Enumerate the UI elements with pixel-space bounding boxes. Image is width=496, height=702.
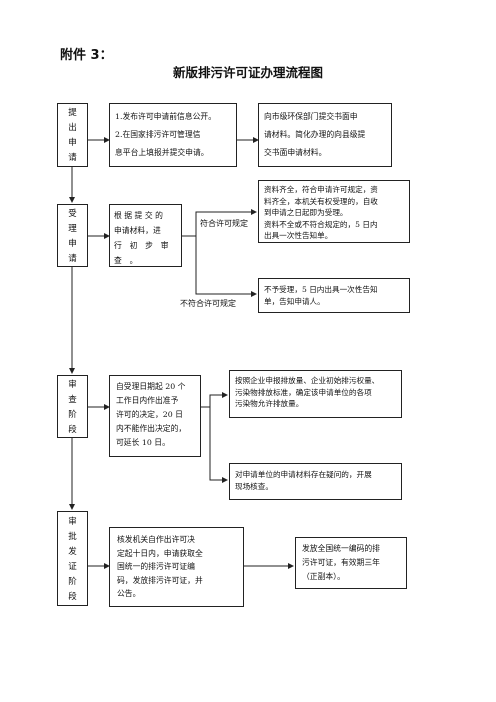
accept-no-box: 不予受理，5 日内出具一次性告知 单，告知申请人。 <box>258 278 410 313</box>
stage-review: 审 查 阶 段 <box>57 375 88 438</box>
approve-right-box: 发放全国统一编码的排 污许可证，有效期三年 （正副本）。 <box>295 537 407 589</box>
accept-yes-box: 资料齐全，符合申请许可规定，资 料齐全，本机关有权受理的，自收 到申请之日起即为… <box>258 180 410 243</box>
stage-apply: 提 出 申 请 <box>57 103 88 167</box>
stage-approve: 审 批 发 证 阶 段 <box>57 511 88 606</box>
review-bottom-box: 对申请单位的申请材料存在疑问的，开展 现场核查。 <box>229 463 402 500</box>
review-left-box: 自受理日期起 20 个 工作日内作出准予 许可的决定，20 日 内不能作出决定的… <box>109 375 201 457</box>
accept-left-box: 根 据 提 交 的 申请材料，进 行 初 步 审 查 。 <box>109 204 182 267</box>
arrow-accept-no <box>195 236 257 297</box>
approve-left-box: 核发机关自作出许可决 定起十日内，申请获取全 国统一的排污许可证编 码，发放排污… <box>109 527 244 607</box>
review-top-box: 按照企业申报排放量、企业初始排污权量、 污染物排放标准，确定该申请单位的各项 污… <box>229 370 402 418</box>
arrow-accept-yes <box>195 209 257 236</box>
apply-right-box: 向市级环保部门提交书面申 请材料。简化办理的向县级提 交书面申请材料。 <box>258 103 392 167</box>
apply-left-box: 1.发布许可申请前信息公开。 2.在国家排污许可管理信 息平台上填报并提交申请。 <box>109 103 237 167</box>
label-compliant: 符合许可规定 <box>200 219 248 228</box>
arrow-review-bottom <box>209 407 228 483</box>
page-title: 新版排污许可证办理流程图 <box>172 65 323 80</box>
label-noncompliant: 不符合许可规定 <box>180 299 236 308</box>
stage-accept: 受 理 申 请 <box>57 204 88 267</box>
annex-label: 附件 3： <box>60 48 113 63</box>
arrow-review-top <box>209 392 228 407</box>
